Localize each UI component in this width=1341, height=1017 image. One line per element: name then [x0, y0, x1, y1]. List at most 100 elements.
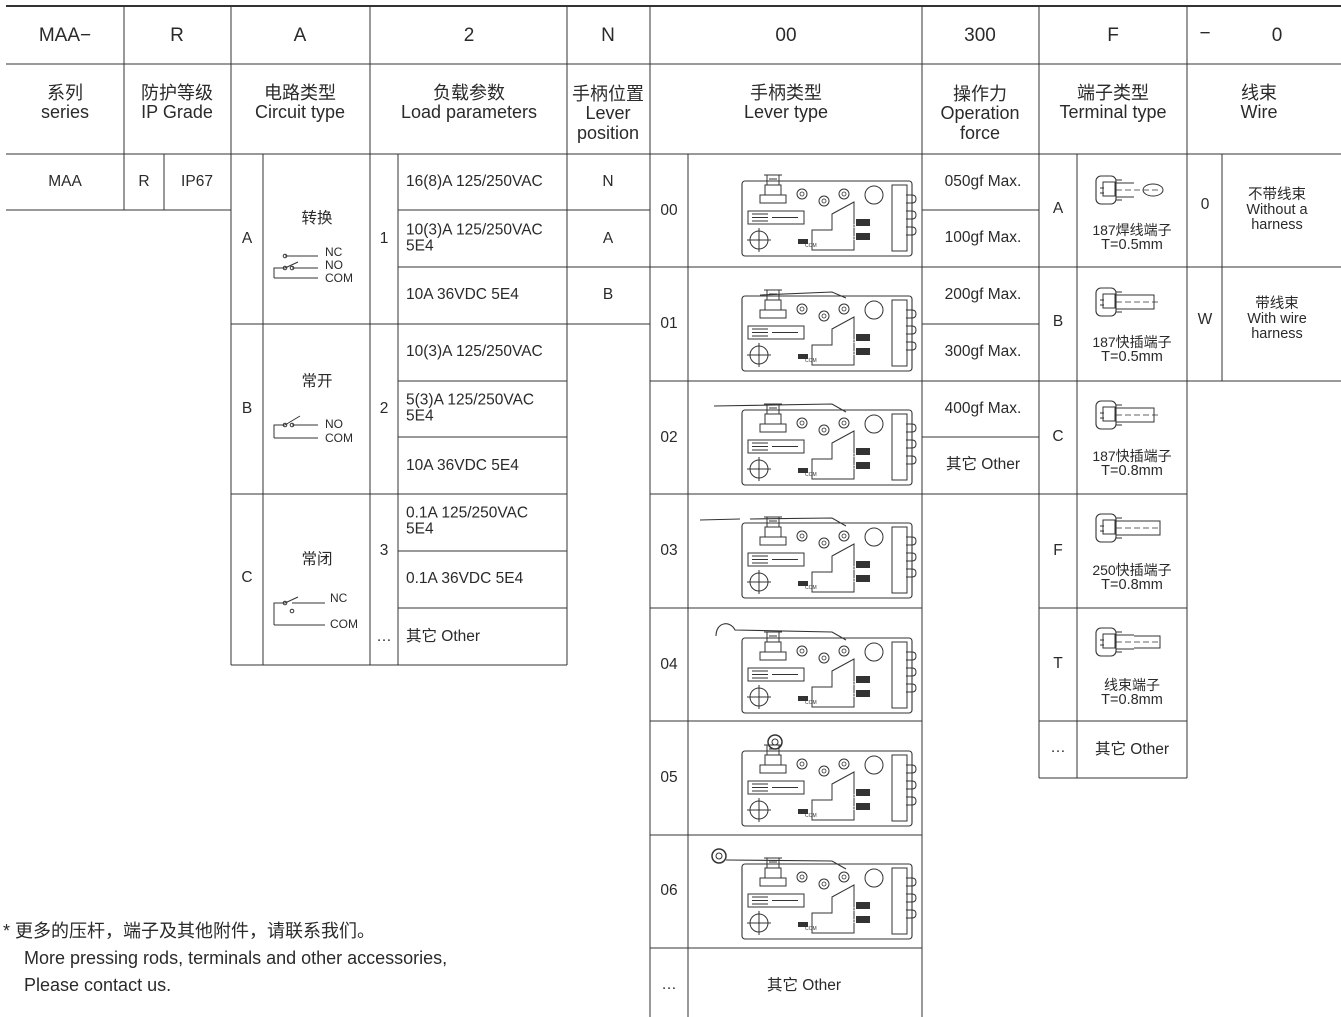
code-lever-position: N — [601, 25, 615, 47]
code-series: MAA− — [38, 25, 92, 47]
lever-position: B — [602, 285, 614, 303]
lever-type-other: 其它 Other — [766, 976, 842, 994]
circuit-code: A — [241, 229, 253, 247]
footnote: * 更多的压杆，端子及其他附件，请联系我们。 More pressing rod… — [3, 921, 448, 995]
lever-position: A — [602, 229, 614, 247]
load-group: 2 — [379, 399, 389, 417]
switch-terminal-mark: NC — [848, 919, 856, 925]
contact-label: NO — [325, 417, 343, 432]
code-terminal: F — [1107, 25, 1119, 47]
ip-code: R — [138, 172, 150, 190]
lever-type-code: 03 — [660, 541, 678, 559]
switch-drawing-00 — [741, 174, 917, 257]
lever-type-code: 06 — [660, 881, 678, 899]
force-value: 200gf Max. — [944, 285, 1022, 303]
load-item: 0.1A 36VDC 5E4 — [406, 569, 524, 587]
lever-position: N — [602, 172, 614, 190]
force-value: 100gf Max. — [944, 228, 1022, 246]
switch-terminal-mark: COM — [805, 813, 817, 819]
terminal-code: T — [1053, 654, 1063, 672]
code-force: 300 — [964, 25, 996, 47]
contact-label: COM — [330, 617, 358, 632]
switch-terminal-mark: NC — [848, 806, 856, 812]
load-item: 10A 36VDC 5E4 — [406, 285, 519, 303]
switch-terminal-mark: COM — [805, 243, 817, 249]
load-group: 3 — [379, 541, 389, 559]
switch-drawing-05 — [741, 744, 917, 827]
force-value: 050gf Max. — [944, 172, 1022, 190]
switch-terminal-mark: NC — [848, 578, 856, 584]
load-item: 10(3)A 125/250VAC — [406, 342, 543, 360]
switch-terminal-mark: NC — [848, 236, 856, 242]
terminal-drawings — [1095, 175, 1164, 657]
switch-terminal-mark: NC — [848, 465, 856, 471]
load-item: 10A 36VDC 5E4 — [406, 456, 519, 474]
code-wire: 0 — [1271, 25, 1283, 47]
switch-terminal-mark: NC — [848, 693, 856, 699]
switch-terminal-mark: COM — [805, 585, 817, 591]
load-group: … — [376, 627, 392, 645]
load-item: 16(8)A 125/250VAC — [406, 172, 543, 190]
load-item: 其它 Other — [406, 627, 481, 645]
contact-symbols — [273, 253, 325, 626]
lever-type-code: … — [661, 975, 677, 993]
switch-drawing-01 — [741, 289, 917, 372]
circuit-name: 转换 — [301, 209, 333, 227]
switch-terminal-mark: NO — [848, 224, 856, 230]
switch-terminal-mark: NO — [848, 566, 856, 572]
circuit-name: 常闭 — [301, 550, 333, 568]
wire-code: W — [1197, 310, 1213, 328]
switch-drawing-02 — [741, 403, 917, 486]
lever-type-code: 02 — [660, 428, 678, 446]
switch-terminal-mark: COM — [805, 926, 817, 932]
circuit-name: 常开 — [301, 372, 333, 390]
force-value: 300gf Max. — [944, 342, 1022, 360]
lever-type-code: 00 — [660, 201, 678, 219]
lever-drawings — [699, 174, 917, 940]
contact-label: COM — [325, 431, 353, 446]
circuit-code: C — [241, 568, 253, 586]
switch-drawing-06 — [741, 857, 917, 940]
terminal-code: C — [1052, 427, 1064, 445]
lever-type-code: 05 — [660, 768, 678, 786]
series-value: MAA — [48, 172, 82, 190]
switch-drawing-03 — [741, 516, 917, 599]
contact-label: COM — [325, 271, 353, 286]
circuit-code: B — [241, 399, 253, 417]
switch-terminal-mark: NO — [848, 794, 856, 800]
contact-label: NO — [325, 258, 343, 273]
code-lever-type: 00 — [775, 25, 797, 47]
terminal-code: F — [1053, 541, 1063, 559]
force-value: 其它 Other — [945, 455, 1021, 473]
force-value: 400gf Max. — [944, 399, 1022, 417]
switch-terminal-mark: NO — [848, 681, 856, 687]
load-group: 1 — [379, 229, 389, 247]
terminal-code: B — [1052, 312, 1064, 330]
switch-terminal-mark: COM — [805, 472, 817, 478]
switch-drawing-04 — [741, 631, 917, 714]
ip-value: IP67 — [181, 172, 213, 190]
switch-terminal-mark: NO — [848, 453, 856, 459]
code-circuit: A — [293, 25, 307, 47]
wire-code: 0 — [1200, 195, 1210, 213]
code-ip: R — [170, 25, 184, 47]
terminal-code: … — [1050, 738, 1066, 756]
